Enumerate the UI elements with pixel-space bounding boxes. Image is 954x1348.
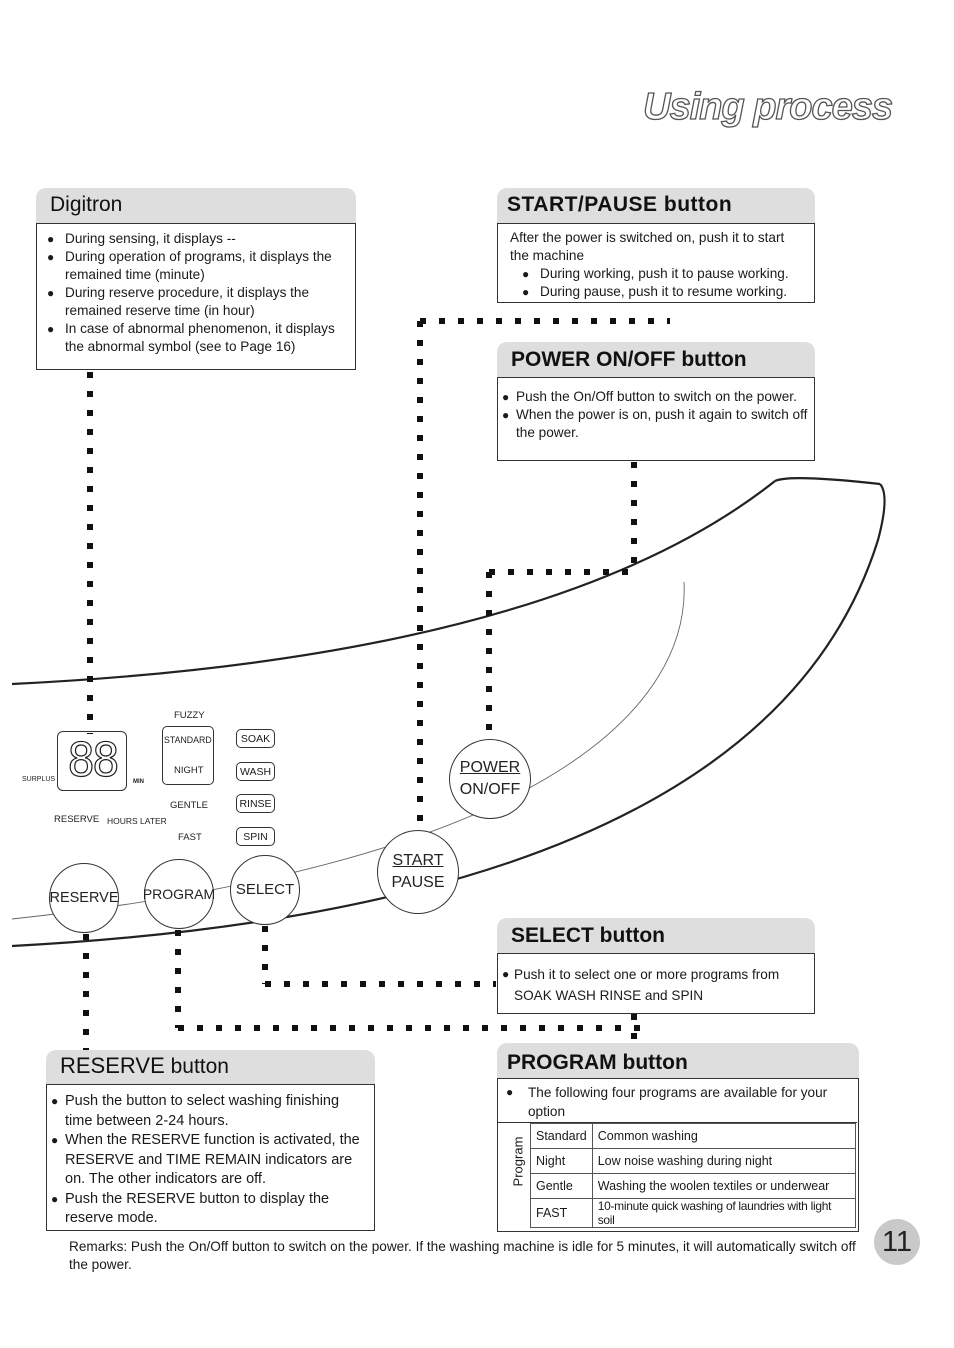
program-intro-list: The following four programs are availabl… xyxy=(498,1079,858,1121)
start-pause-heading-text: START/PAUSE button xyxy=(507,193,733,216)
mode-fast: FAST xyxy=(178,832,202,843)
start-label: START xyxy=(392,852,444,869)
program-table-top-rule xyxy=(498,1122,857,1123)
digitron-box: During sensing, it displays -- During op… xyxy=(36,223,356,370)
table-row: FAST 10-minute quick washing of laundrie… xyxy=(530,1198,857,1228)
program-name-standard: Standard xyxy=(530,1123,593,1149)
program-desc: Common washing xyxy=(591,1123,857,1149)
start-pause-box: After the power is switched on, push it … xyxy=(497,223,815,303)
step-soak: SOAK xyxy=(236,729,275,748)
list-item: During operation of programs, it display… xyxy=(47,248,347,284)
program-box: The following four programs are availabl… xyxy=(497,1078,859,1232)
list-item: Push the On/Off button to switch on the … xyxy=(502,388,810,406)
reserve-list: Push the button to select washing finish… xyxy=(51,1092,370,1229)
program-button-label: PROGRAM xyxy=(142,886,216,902)
program-heading: PROGRAM button xyxy=(497,1043,859,1079)
list-item: In case of abnormal phenomenon, it displ… xyxy=(47,320,347,356)
power-button[interactable]: POWER ON/OFF xyxy=(449,739,531,819)
digitron-heading: Digitron xyxy=(36,188,356,224)
start-pause-button[interactable]: START PAUSE xyxy=(377,830,459,914)
list-item: During sensing, it displays -- xyxy=(47,230,347,248)
select-button-label: SELECT xyxy=(235,881,295,898)
digitron-heading-text: Digitron xyxy=(50,193,123,216)
list-item: During working, push it to pause working… xyxy=(522,265,806,283)
step-wash: WASH xyxy=(236,762,275,781)
power-heading: POWER ON/OFF button xyxy=(497,342,815,378)
list-item: Push it to select one or more programs f… xyxy=(502,964,810,1006)
program-name-gentle: Gentle xyxy=(530,1173,593,1199)
program-desc: Low noise washing during night xyxy=(591,1148,857,1174)
program-side-label: Program xyxy=(510,1136,526,1187)
select-heading: SELECT button xyxy=(497,918,815,954)
program-table: Standard Common washing Night Low noise … xyxy=(530,1123,857,1228)
step-spin: SPIN xyxy=(236,827,275,846)
list-item: During pause, push it to resume working. xyxy=(522,283,806,301)
reserve-button[interactable]: RESERVE xyxy=(49,863,119,933)
min-label: MIN xyxy=(133,779,144,785)
pause-label: PAUSE xyxy=(391,874,445,891)
program-name-fast: FAST xyxy=(530,1198,593,1228)
program-desc: 10-minute quick washing of laundries wit… xyxy=(591,1198,857,1228)
page-title: Using process xyxy=(642,85,893,128)
table-row: Standard Common washing xyxy=(530,1123,857,1149)
mode-group xyxy=(162,726,214,785)
list-item: When the power is on, push it again to s… xyxy=(502,406,810,442)
power-list: Push the On/Off button to switch on the … xyxy=(502,388,810,442)
program-heading-text: PROGRAM button xyxy=(507,1051,688,1074)
reserve-heading-b: button xyxy=(170,1055,229,1078)
program-name-night: Night xyxy=(530,1148,593,1174)
step-rinse: RINSE xyxy=(236,794,275,813)
list-item: During reserve procedure, it displays th… xyxy=(47,284,347,320)
list-item: Push the RESERVE button to display the r… xyxy=(51,1190,370,1229)
reserve-heading: RESERVE button xyxy=(46,1050,375,1086)
list-item: Push the button to select washing finish… xyxy=(51,1092,370,1131)
remarks-text: Remarks: Push the On/Off button to switc… xyxy=(69,1239,856,1272)
program-button[interactable]: PROGRAM xyxy=(142,859,216,929)
display-digits: 88 xyxy=(67,732,121,787)
surplus-label: SURPLUS xyxy=(22,776,56,783)
reserve-heading-a: RESERVE xyxy=(60,1053,165,1078)
reserve-button-label: RESERVE xyxy=(49,890,119,906)
power-heading-text: POWER ON/OFF button xyxy=(511,348,747,371)
start-pause-list: During working, push it to pause working… xyxy=(510,265,806,301)
start-pause-heading: START/PAUSE button xyxy=(497,188,815,224)
select-list: Push it to select one or more programs f… xyxy=(502,964,810,1006)
hours-later-label: HOURS LATER xyxy=(107,816,167,826)
start-pause-intro: After the power is switched on, push it … xyxy=(510,230,785,263)
digit-display: 88 xyxy=(57,731,127,791)
table-row: Night Low noise washing during night xyxy=(530,1148,857,1174)
list-item: The following four programs are availabl… xyxy=(506,1083,850,1121)
list-item: When the RESERVE function is activated, … xyxy=(51,1131,370,1190)
select-button[interactable]: SELECT xyxy=(230,855,300,925)
reserve-indicator: RESERVE xyxy=(54,814,100,825)
page-number: 11 xyxy=(874,1219,920,1265)
power-label: POWER xyxy=(459,759,521,776)
reserve-box: Push the button to select washing finish… xyxy=(46,1084,375,1231)
mode-fuzzy: FUZZY xyxy=(174,710,205,721)
program-desc: Washing the woolen textiles or underwear xyxy=(591,1173,857,1199)
digitron-list: During sensing, it displays -- During op… xyxy=(47,230,347,356)
mode-standard: STANDARD xyxy=(164,735,212,745)
select-heading-text: SELECT button xyxy=(511,924,665,947)
power-box: Push the On/Off button to switch on the … xyxy=(497,377,815,461)
on-off-label: ON/OFF xyxy=(459,781,521,798)
select-box: Push it to select one or more programs f… xyxy=(497,953,815,1014)
mode-night: NIGHT xyxy=(174,765,204,776)
mode-gentle: GENTLE xyxy=(170,800,209,811)
table-row: Gentle Washing the woolen textiles or un… xyxy=(530,1173,857,1199)
